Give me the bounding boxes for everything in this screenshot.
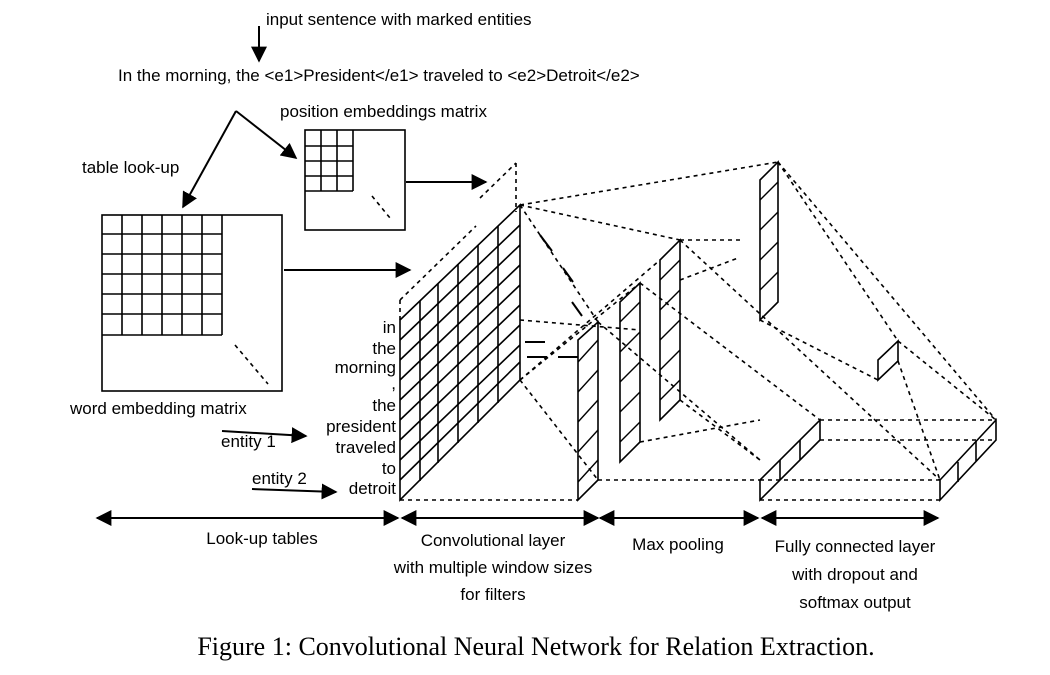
fully-connected-layer: [679, 161, 997, 503]
token: traveled: [336, 438, 396, 457]
entity2-label: entity 2: [252, 469, 307, 488]
section-lookup-label: Look-up tables: [206, 529, 318, 548]
section-maxpool-label: Max pooling: [632, 535, 724, 554]
token: the: [372, 339, 396, 358]
position-embeddings-matrix: [304, 129, 406, 231]
input-sentence-caption: input sentence with marked entities: [266, 10, 532, 29]
token: detroit: [349, 479, 397, 498]
section-fc-label-line3: softmax output: [799, 593, 911, 612]
lookup-arrow-position: [235, 110, 298, 159]
conv-layer: [400, 161, 779, 502]
section-conv-label-line1: Convolutional layer: [421, 531, 566, 550]
position-embeddings-label: position embeddings matrix: [280, 102, 487, 121]
token: to: [382, 459, 396, 478]
entity1-label: entity 1: [221, 432, 276, 451]
max-pooling-layer: [597, 160, 821, 481]
table-lookup-label: table look-up: [82, 158, 179, 177]
token: in: [383, 318, 396, 337]
sentence-matrix: [399, 162, 521, 502]
word-embedding-matrix: [101, 214, 283, 392]
section-fc-label-line1: Fully connected layer: [775, 537, 936, 556]
sentence-tokens: in the morning , the president traveled …: [326, 318, 396, 498]
section-fc-label-line2: with dropout and: [791, 565, 918, 584]
token: ,: [391, 374, 396, 393]
token: president: [326, 417, 396, 436]
figure-caption: Figure 1: Convolutional Neural Network f…: [197, 632, 874, 661]
word-embedding-label: word embedding matrix: [69, 399, 247, 418]
input-sentence: In the morning, the <e1>President</e1> t…: [118, 66, 640, 85]
token: the: [372, 396, 396, 415]
section-conv-label-line2: with multiple window sizes: [393, 558, 592, 577]
lookup-arrow-word: [182, 110, 237, 209]
entity2-arrow: [251, 483, 338, 500]
entity1-arrow: [221, 427, 308, 444]
token: morning: [335, 358, 396, 377]
section-conv-label-line3: for filters: [460, 585, 525, 604]
